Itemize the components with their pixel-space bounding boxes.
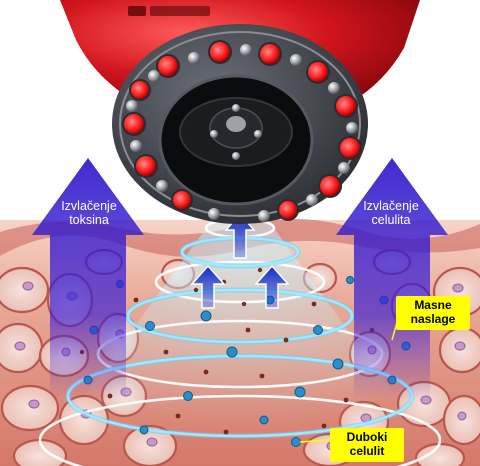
left-up-arrow-icon — [32, 158, 144, 400]
duboki-leader-line — [299, 439, 331, 443]
right-arrow-label: Izvlačenje celulita — [363, 199, 419, 228]
suction-device-icon — [60, 0, 420, 224]
deep-cellulite-tag: Duboki celulit — [330, 428, 404, 462]
fat-deposits-tag: Masne naslage — [396, 296, 470, 330]
right-small-up-arrow-icon — [254, 264, 290, 309]
left-small-up-arrow-icon — [190, 264, 226, 309]
right-up-arrow-icon — [336, 158, 448, 400]
left-arrow-label: Izvlačenje toksina — [61, 199, 117, 228]
